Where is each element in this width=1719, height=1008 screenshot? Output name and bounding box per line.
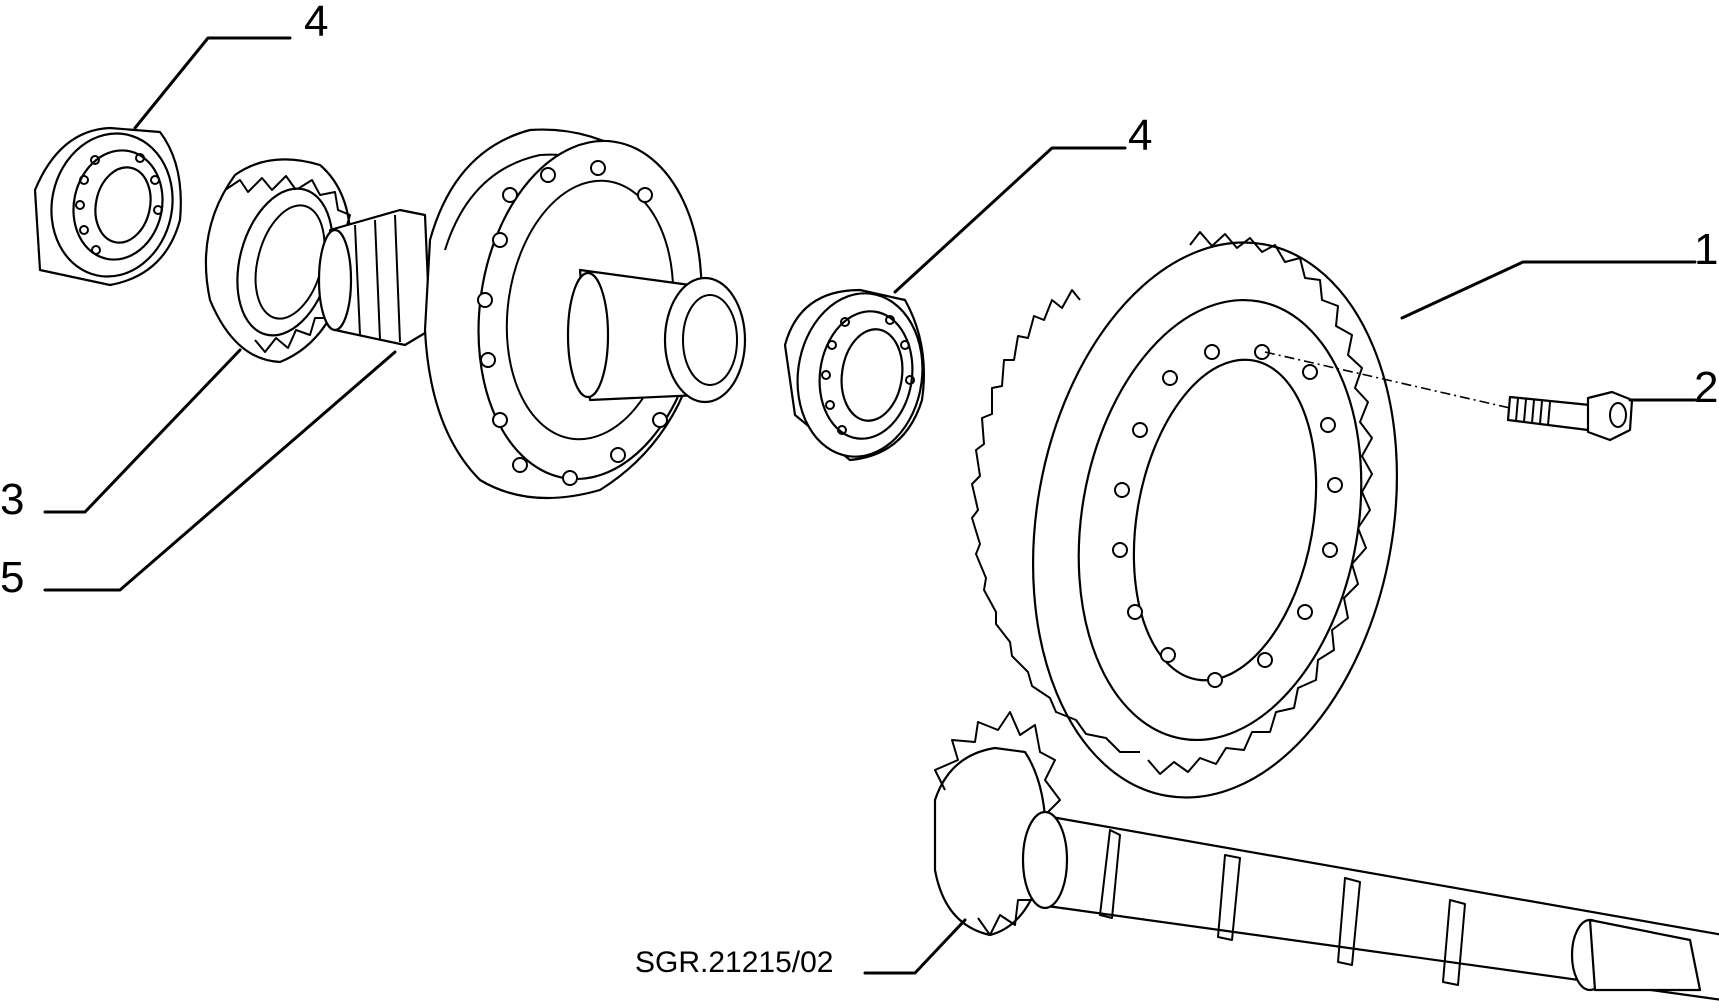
callout-3-side-gear: 3 — [0, 475, 24, 524]
callout-4-right-bearing: 4 — [1128, 111, 1152, 160]
callout-2-bolt: 2 — [1694, 363, 1718, 412]
drawing-code: SGR.21215/02 — [635, 946, 833, 979]
callout-5-housing: 5 — [0, 553, 24, 602]
differential-housing — [317, 128, 747, 500]
ring-gear — [971, 231, 1399, 799]
bolt — [1506, 390, 1634, 442]
bolt-axis-line — [1264, 351, 1511, 409]
callout-1-ring-gear: 1 — [1694, 225, 1718, 274]
leader-lines — [43, 36, 1697, 975]
pinion-shaft — [933, 711, 1719, 1001]
callout-4-left-bearing: 4 — [304, 0, 328, 46]
bearing-right — [783, 288, 926, 462]
bearing-left — [33, 126, 182, 287]
